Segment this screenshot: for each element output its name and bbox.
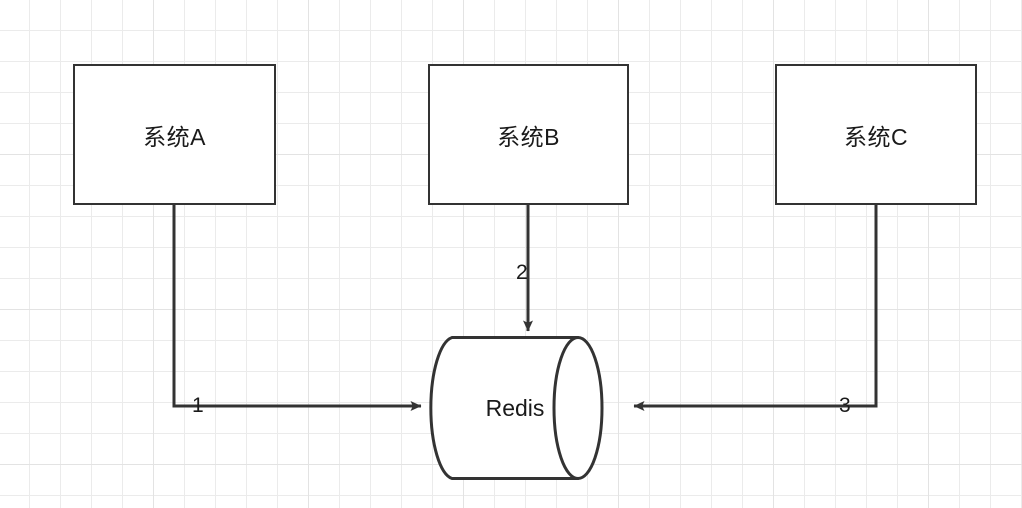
edge-system-a-to-redis[interactable] [172, 205, 422, 411]
node-system-a-label: 系统A [143, 123, 206, 150]
edge-label-2: 2 [516, 261, 528, 284]
cylinder-cap-ellipse [552, 336, 604, 480]
node-system-c-label: 系统C [843, 123, 909, 150]
node-redis[interactable]: Redis [425, 333, 630, 483]
cylinder-shape [429, 336, 604, 480]
node-system-b[interactable]: 系统B [428, 64, 629, 205]
edge-label-1: 1 [192, 394, 204, 417]
node-system-a[interactable]: 系统A [73, 64, 276, 205]
edge-system-c-to-redis[interactable] [633, 205, 878, 411]
node-system-c[interactable]: 系统C [775, 64, 977, 205]
edge-label-3: 3 [839, 394, 851, 417]
node-system-b-label: 系统B [497, 123, 560, 150]
